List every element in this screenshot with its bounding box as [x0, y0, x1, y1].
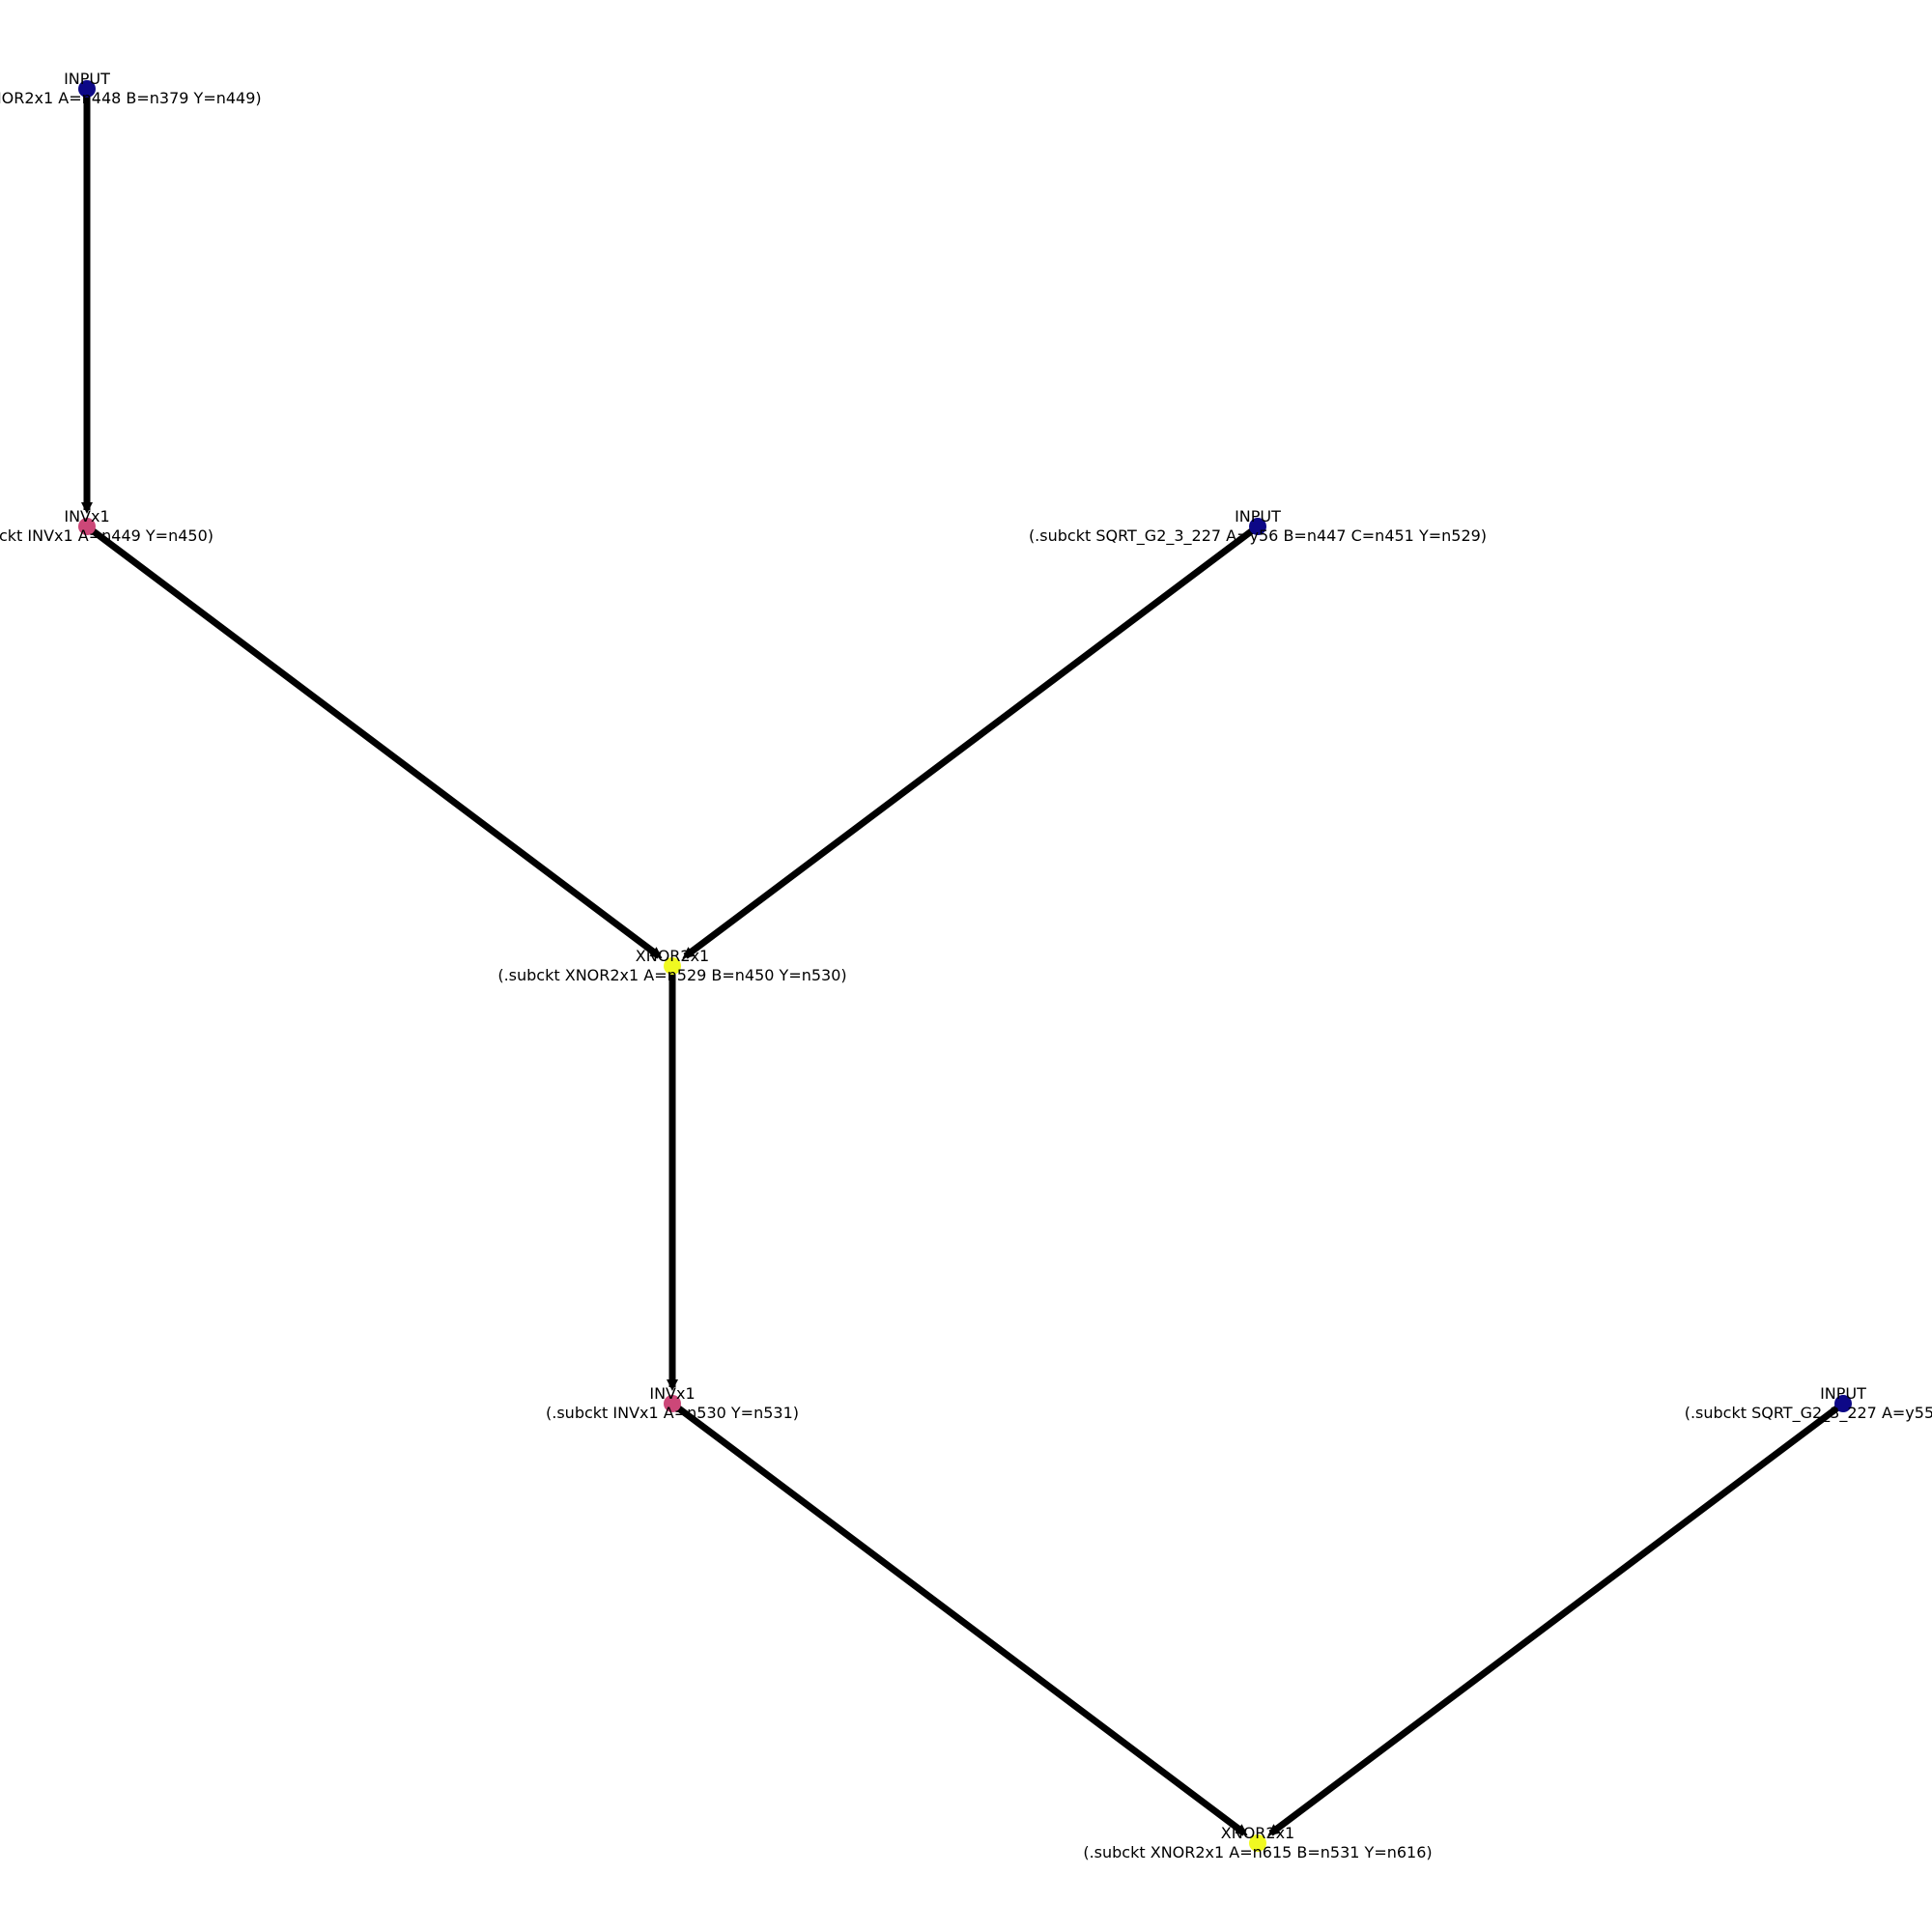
node-invx1-n5[interactable]	[664, 1395, 681, 1412]
node-xnor2x1-n4[interactable]	[664, 957, 681, 975]
edge-n6-n7	[1267, 1401, 1846, 1836]
node-title: INPUT	[1235, 507, 1281, 526]
edge-line	[84, 524, 662, 959]
arrowhead-icon	[682, 947, 696, 959]
node-title: INVx1	[64, 507, 109, 526]
labels-layer: INPUT(.subckt XNOR2x1 A=n448 B=n379 Y=n4…	[0, 70, 1932, 1861]
nodes-layer	[78, 80, 1852, 1852]
edge-line	[669, 1401, 1247, 1836]
arrowhead-icon	[1235, 1824, 1248, 1836]
node-title: INPUT	[64, 70, 110, 88]
node-input-n6[interactable]	[1834, 1395, 1852, 1412]
arrowhead-icon	[81, 502, 93, 514]
arrowhead-icon	[667, 1379, 678, 1391]
node-detail: (.subckt INVx1 A=n530 Y=n531)	[546, 1404, 799, 1422]
edge-line	[1268, 1401, 1846, 1836]
node-detail: (.subckt INVx1 A=n449 Y=n450)	[0, 526, 213, 545]
node-xnor2x1-n7[interactable]	[1249, 1834, 1266, 1852]
node-detail: (.subckt XNOR2x1 A=n615 B=n531 Y=n616)	[1083, 1843, 1432, 1861]
node-title: INVx1	[649, 1384, 695, 1403]
edge-n3-n4	[682, 524, 1261, 959]
edge-n2-n4	[84, 524, 663, 959]
node-detail: (.subckt SQRT_G2_3_227 A=y55 B=n528	[1685, 1404, 1932, 1423]
node-detail: (.subckt XNOR2x1 A=n448 B=n379 Y=n449)	[0, 89, 262, 107]
edge-n5-n7	[669, 1401, 1248, 1836]
node-input-n3[interactable]	[1249, 518, 1266, 535]
edge-n4-n5	[667, 966, 678, 1391]
arrowhead-icon	[1267, 1824, 1281, 1836]
node-invx1-n2[interactable]	[78, 518, 96, 535]
edge-n1-n2	[81, 89, 93, 514]
node-title: INPUT	[1820, 1384, 1866, 1403]
node-detail: (.subckt XNOR2x1 A=n529 B=n450 Y=n530)	[497, 966, 846, 984]
node-detail: (.subckt SQRT_G2_3_227 A=y56 B=n447 C=n4…	[1029, 526, 1487, 546]
node-input-n1[interactable]	[78, 80, 96, 98]
node-title: XNOR2x1	[1221, 1824, 1294, 1842]
node-title: XNOR2x1	[636, 947, 709, 965]
edges-layer	[81, 89, 1846, 1836]
edge-line	[683, 524, 1261, 959]
arrowhead-icon	[649, 947, 663, 959]
